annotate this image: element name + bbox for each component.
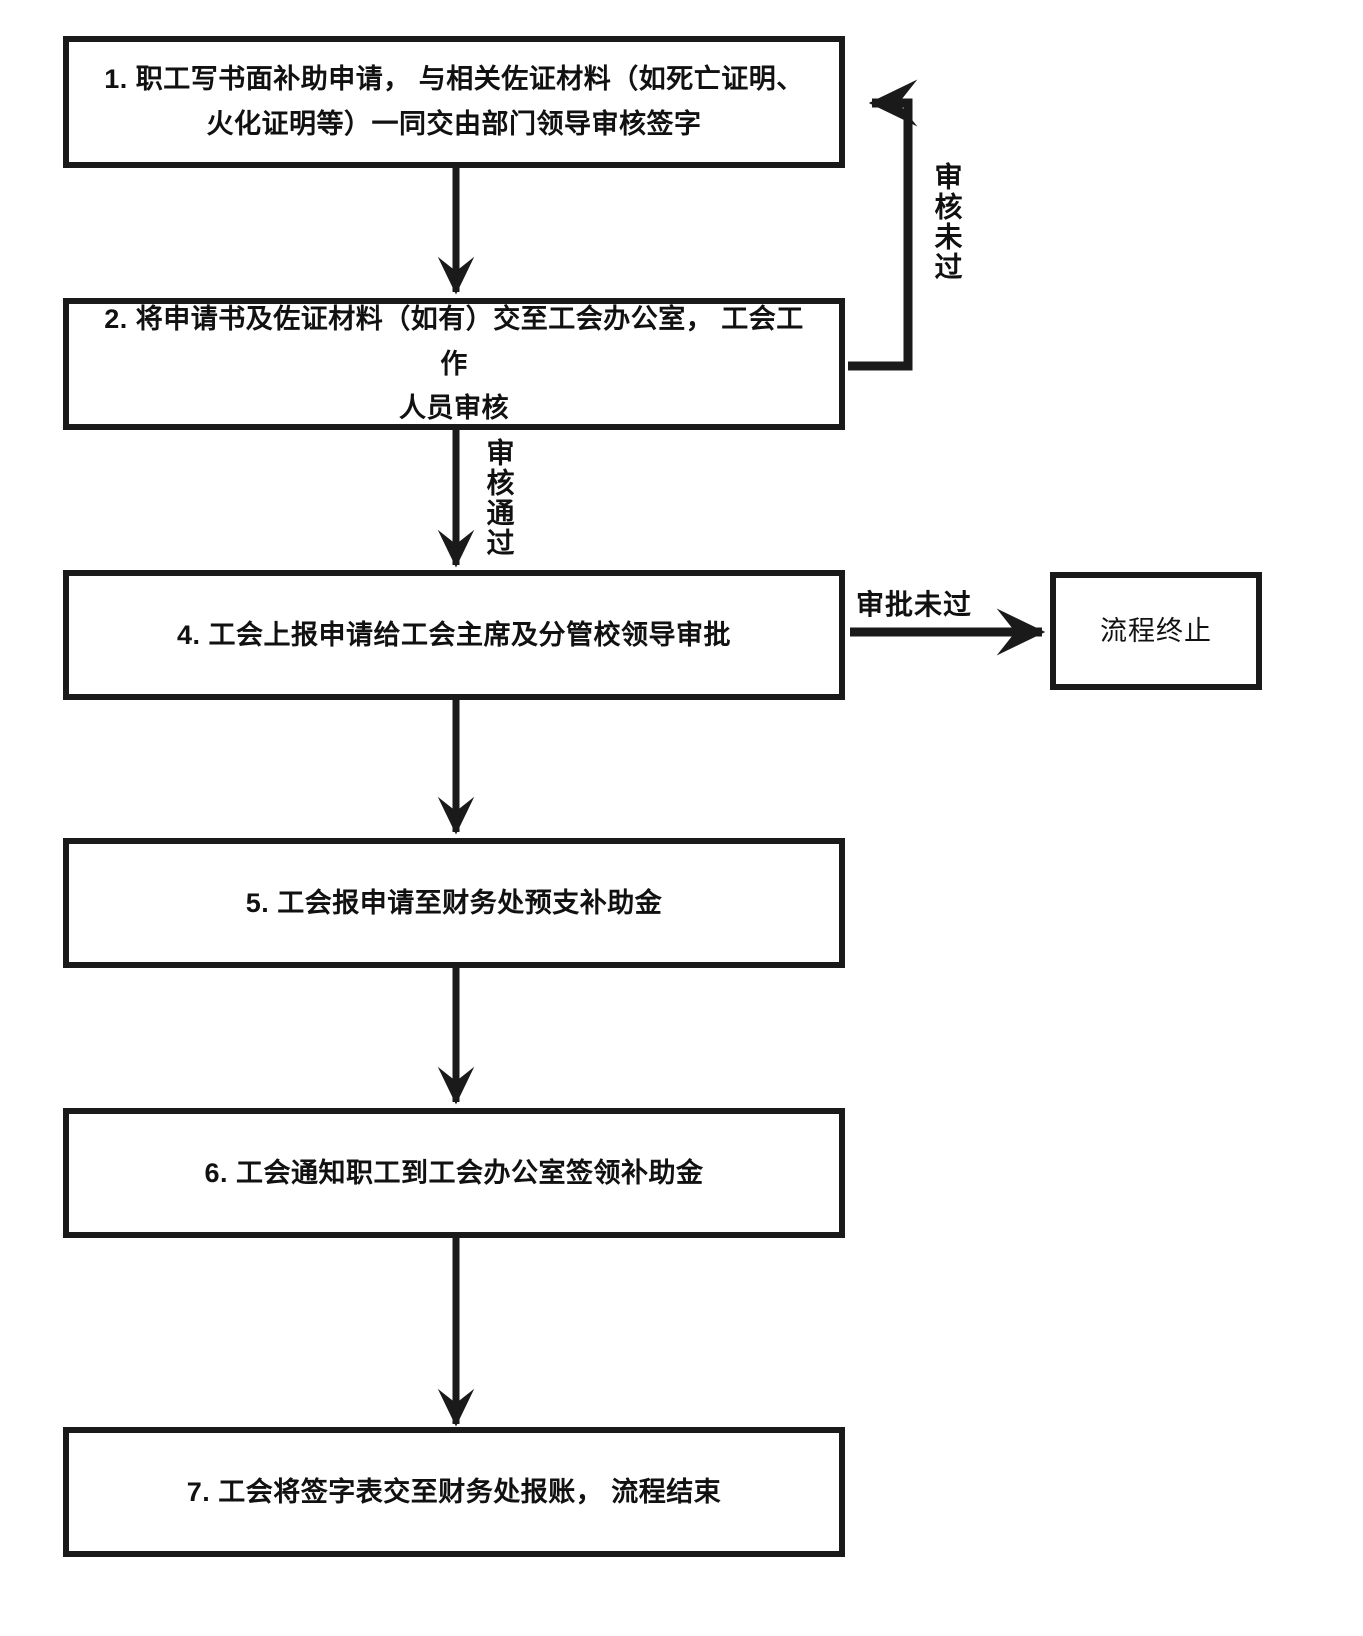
edge-label-review-failed: 审核未过: [931, 162, 963, 282]
step-1-box[interactable]: 1. 职工写书面补助申请， 与相关佐证材料（如死亡证明、 火化证明等）一同交由部…: [63, 36, 845, 168]
step-6-box[interactable]: 6. 工会通知职工到工会办公室签领补助金: [63, 1108, 845, 1238]
step-5-box[interactable]: 5. 工会报申请至财务处预支补助金: [63, 838, 845, 968]
arrow-loopback-step2-to-step1: [848, 79, 918, 371]
edge-label-review-passed: 审核通过: [483, 438, 515, 558]
step-1-label: 1. 职工写书面补助申请， 与相关佐证材料（如死亡证明、 火化证明等）一同交由部…: [104, 64, 804, 139]
step-2-box[interactable]: 2. 将申请书及佐证材料（如有）交至工会办公室， 工会工作 人员审核: [63, 298, 845, 430]
step-5-label: 5. 工会报申请至财务处预支补助金: [245, 887, 663, 918]
step-2-label: 2. 将申请书及佐证材料（如有）交至工会办公室， 工会工作 人员审核: [104, 304, 804, 424]
terminate-box[interactable]: 流程终止: [1050, 572, 1262, 690]
step-7-box[interactable]: 7. 工会将签字表交至财务处报账， 流程结束: [63, 1427, 845, 1557]
step-4-box[interactable]: 4. 工会上报申请给工会主席及分管校领导审批: [63, 570, 845, 700]
step-4-label: 4. 工会上报申请给工会主席及分管校领导审批: [176, 619, 732, 650]
terminate-label: 流程终止: [1100, 615, 1212, 646]
step-6-label: 6. 工会通知职工到工会办公室签领补助金: [204, 1157, 704, 1188]
edge-label-approval-failed: 审批未过: [856, 589, 973, 620]
step-7-label: 7. 工会将签字表交至财务处报账， 流程结束: [186, 1476, 722, 1507]
